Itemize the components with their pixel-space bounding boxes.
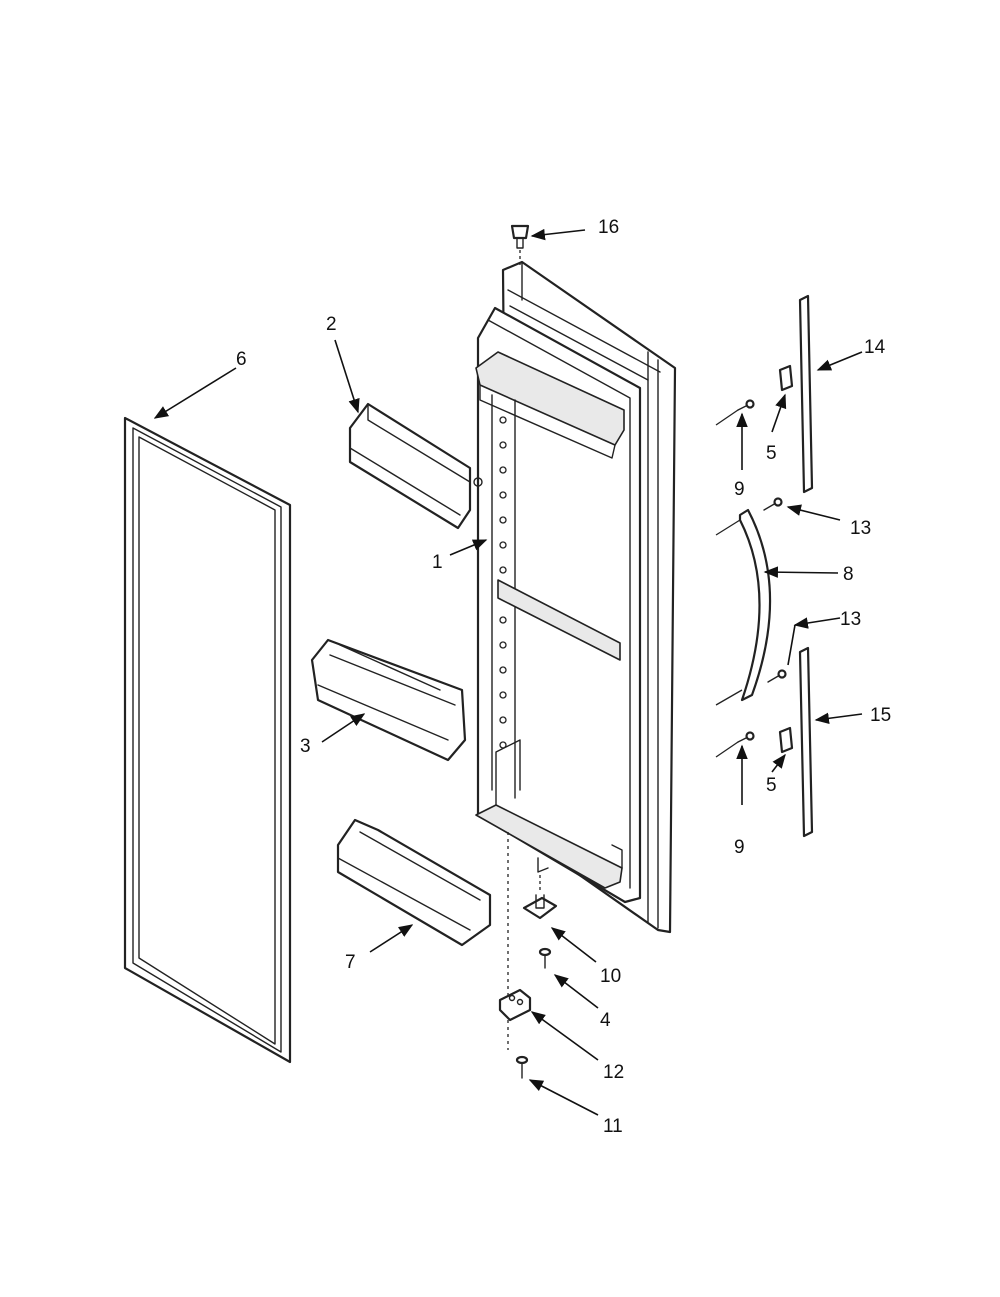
handle-screw-part-13b bbox=[767, 669, 787, 683]
door-gasket-part bbox=[123, 416, 292, 1064]
callout-13-upper: 13 bbox=[850, 518, 871, 539]
callout-13-lower: 13 bbox=[840, 609, 861, 630]
callout-8: 8 bbox=[843, 564, 854, 585]
callout-9-upper: 9 bbox=[734, 479, 745, 500]
callout-11: 11 bbox=[603, 1116, 623, 1137]
callout-15: 15 bbox=[870, 705, 891, 726]
callout-14: 14 bbox=[864, 337, 886, 358]
clip-part-5b bbox=[778, 726, 794, 754]
middle-door-bin-part bbox=[310, 638, 467, 762]
callout-9-lower: 9 bbox=[734, 837, 745, 858]
screw-part-11 bbox=[507, 1020, 529, 1079]
screw-part-4 bbox=[538, 947, 552, 969]
screw-part-9b bbox=[715, 731, 755, 758]
screw-part-9a bbox=[715, 399, 755, 426]
callout-5-upper: 5 bbox=[766, 443, 777, 464]
door-handle-part bbox=[715, 508, 772, 706]
lower-door-bin-part bbox=[336, 818, 492, 947]
callout-labels: 16 6 2 1 3 7 14 5 9 13 8 13 15 5 9 10 4 … bbox=[236, 217, 891, 1137]
door-liner-part bbox=[475, 260, 677, 1000]
callout-1: 1 bbox=[432, 552, 443, 573]
clip-part-5a bbox=[778, 364, 794, 392]
callout-7: 7 bbox=[345, 952, 356, 973]
callout-4: 4 bbox=[600, 1010, 611, 1031]
callout-5-lower: 5 bbox=[766, 775, 777, 796]
callout-6: 6 bbox=[236, 349, 247, 370]
callout-12: 12 bbox=[603, 1062, 624, 1083]
callout-2: 2 bbox=[326, 314, 337, 335]
hinge-bracket-part bbox=[498, 988, 532, 1022]
upper-door-bin-part bbox=[348, 402, 483, 530]
upper-handle-trim-part bbox=[798, 294, 814, 494]
callout-10: 10 bbox=[600, 966, 621, 987]
callout-3: 3 bbox=[300, 736, 311, 757]
callout-16: 16 bbox=[598, 217, 619, 238]
handle-screw-part-13a bbox=[763, 497, 783, 511]
leader-lines bbox=[153, 228, 863, 1116]
top-plug-part bbox=[510, 224, 530, 266]
lower-handle-trim-part bbox=[798, 646, 814, 838]
hinge-pin-part bbox=[522, 872, 558, 920]
